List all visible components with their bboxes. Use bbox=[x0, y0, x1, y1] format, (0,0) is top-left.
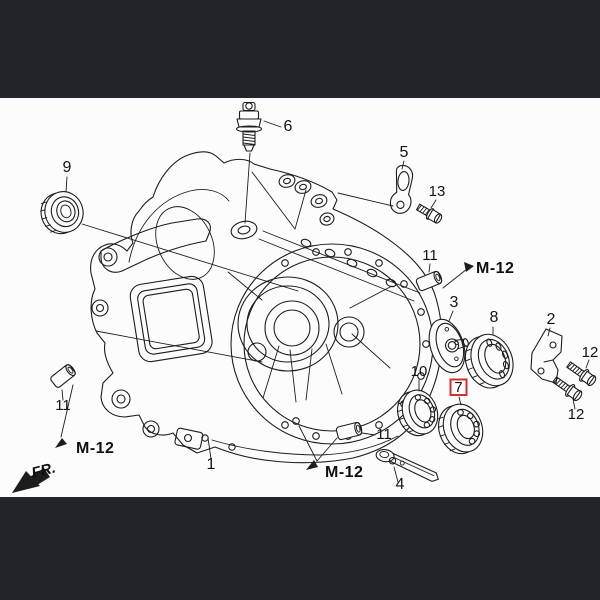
part-label-13[interactable]: 13 bbox=[429, 183, 446, 200]
part-12-bolt-b bbox=[552, 376, 583, 402]
part-label-7[interactable]: 7 bbox=[454, 379, 462, 396]
part-11-dowel-pin-a bbox=[415, 270, 443, 292]
part-7-bearing bbox=[437, 403, 484, 455]
part-label-2[interactable]: 2 bbox=[547, 311, 556, 328]
ref-label-m12-bottom[interactable]: M-12 bbox=[325, 464, 363, 481]
reference-arrows bbox=[55, 262, 474, 470]
ref-label-m12-right[interactable]: M-12 bbox=[476, 260, 514, 277]
case-side-window bbox=[129, 275, 213, 363]
part-label-5[interactable]: 5 bbox=[400, 144, 409, 161]
top-flange-slots bbox=[300, 238, 397, 288]
front-direction-marker: FR. bbox=[12, 460, 57, 493]
part-label-4[interactable]: 4 bbox=[396, 476, 405, 493]
top-letterbox-bar bbox=[0, 0, 600, 98]
part-3-retainer-plate bbox=[428, 318, 469, 374]
part-10-bearing bbox=[397, 389, 439, 437]
bottom-letterbox-bar bbox=[0, 497, 600, 600]
part-2-set-plate bbox=[530, 328, 563, 384]
part-label-12b[interactable]: 12 bbox=[568, 406, 585, 423]
leader-lines bbox=[60, 120, 590, 483]
part-label-1[interactable]: 1 bbox=[207, 456, 216, 473]
part-12-bolt-a bbox=[566, 361, 597, 387]
part-label-12a[interactable]: 12 bbox=[582, 344, 599, 361]
part-4-magnet-holder bbox=[375, 449, 439, 482]
part-label-9[interactable]: 9 bbox=[63, 159, 72, 176]
front-direction-label: FR. bbox=[30, 460, 58, 482]
part-label-10[interactable]: 10 bbox=[411, 363, 428, 380]
part-13-bolt bbox=[415, 203, 443, 224]
part-label-11a[interactable]: 11 bbox=[422, 247, 438, 264]
part-8-bearing bbox=[464, 333, 514, 389]
part-6-switch bbox=[235, 101, 263, 152]
case-top-bosses bbox=[278, 174, 335, 226]
clutch-case-drawing bbox=[90, 151, 443, 464]
part-9-oil-seal bbox=[40, 191, 84, 235]
part-11-dowel-pin-c bbox=[50, 364, 76, 388]
part-label-11b[interactable]: 11 bbox=[376, 426, 392, 443]
part-label-3[interactable]: 3 bbox=[450, 294, 459, 311]
part-5-bracket bbox=[389, 164, 414, 214]
part-11-dowel-pin-b bbox=[335, 421, 363, 441]
part-label-11c[interactable]: 11 bbox=[55, 397, 71, 414]
part-label-8[interactable]: 8 bbox=[490, 309, 499, 326]
ref-label-m12-left[interactable]: M-12 bbox=[76, 440, 114, 457]
part-7-highlight-box[interactable] bbox=[449, 378, 468, 396]
part-label-6[interactable]: 6 bbox=[284, 118, 293, 135]
